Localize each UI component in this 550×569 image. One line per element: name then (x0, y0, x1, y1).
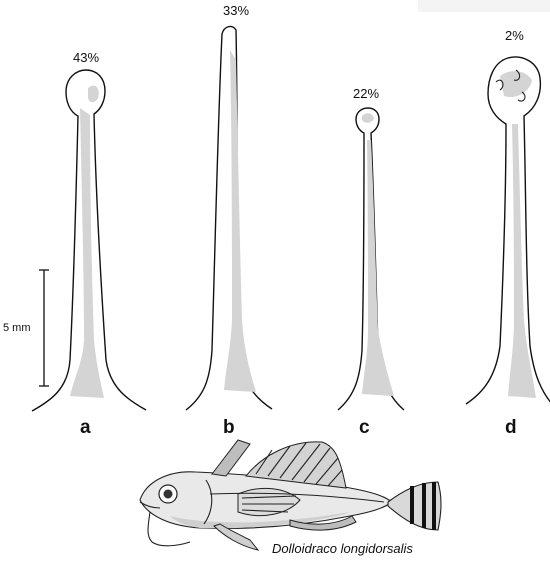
barbel-d-percent: 2% (505, 28, 524, 43)
scale-bar-label: 5 mm (3, 322, 31, 334)
fish-pectoral-rays (241, 495, 297, 513)
fish-pectoral-fin (237, 487, 301, 517)
fish-belly (170, 512, 350, 529)
barbel-a: 43% a (31, 50, 147, 438)
fish-anal-fin (289, 515, 357, 531)
panel-label-c: c (359, 417, 370, 438)
barbel-c: 22% c (337, 86, 405, 438)
barbel-b-core (224, 50, 256, 392)
barbel-a-percent: 43% (73, 50, 99, 65)
fish-dorsal-fin-first (211, 439, 251, 477)
scale-bar: 5 mm (3, 269, 49, 387)
barbel-c-core (362, 113, 394, 396)
fish-illustration (139, 439, 442, 551)
fish-dorsal-fin-second (245, 441, 347, 489)
barbel-c-percent: 22% (353, 86, 379, 101)
fish-pelvic-fin (213, 523, 260, 551)
panel-label-d: d (505, 417, 517, 438)
barbel-d: 2% d (465, 28, 550, 438)
barbel-d-bulb-texture (495, 69, 526, 102)
fish-chin-barbel (147, 511, 191, 547)
barbel-b-percent: 33% (223, 3, 249, 18)
barbel-d-core (500, 71, 536, 398)
fish-operculum (203, 479, 213, 525)
panel-label-b: b (223, 417, 235, 438)
barbel-b: 33% b (185, 3, 273, 438)
fish-mouth (139, 501, 161, 509)
fish-dorsal-rays (255, 442, 343, 487)
fish-tail-bands (410, 482, 436, 530)
barbel-a-core (70, 85, 104, 398)
corner-patch (418, 0, 550, 12)
fish-lateral-line (209, 492, 385, 503)
barbel-d-outline (465, 56, 550, 405)
species-caption: Dolloidraco longidorsalis (272, 541, 413, 556)
panel-label-a: a (80, 417, 91, 438)
fish-pupil (163, 489, 173, 499)
